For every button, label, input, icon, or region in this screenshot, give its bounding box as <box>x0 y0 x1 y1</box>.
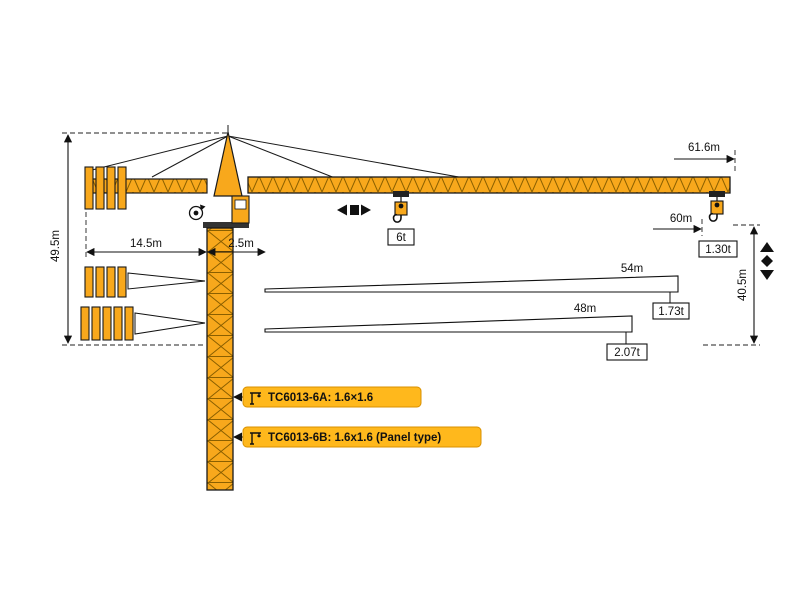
counterweight-slabs <box>84 166 127 210</box>
capacity-173t-label: 1.73t <box>658 306 684 318</box>
capacity-130t-label: 1.30t <box>705 244 731 256</box>
dim-total-height-label: 49.5m <box>50 230 62 262</box>
model-label-b: TC6013-6B: 1.6x1.6 (Panel type) <box>233 426 482 448</box>
hook-mid <box>392 191 409 223</box>
dim-max-jib: 61.6m <box>674 142 736 174</box>
dim-counter-jib-label: 14.5m <box>130 238 162 250</box>
crane-icon <box>250 392 261 405</box>
hook-tip <box>708 191 725 222</box>
crane-icon <box>250 432 261 445</box>
ballast-stack-48m <box>80 306 206 341</box>
trolley-travel-icon <box>337 204 371 216</box>
dim-jib-60: 60m <box>653 213 703 236</box>
model-label-a: TC6013-6A: 1.6×1.6 <box>233 386 422 408</box>
slewing-icon <box>188 204 206 221</box>
dim-jib-60-label: 60m <box>670 213 692 225</box>
pendant-lines <box>91 125 471 180</box>
dim-counter-jib: 14.5m <box>85 212 207 257</box>
model-a-label: TC6013-6A: 1.6×1.6 <box>268 392 373 404</box>
capacity-box-130t: 1.30t <box>698 240 738 258</box>
model-b-label: TC6013-6B: 1.6x1.6 (Panel type) <box>268 432 441 444</box>
range-bar-48m: 48m 2.07t <box>264 303 648 361</box>
main-jib <box>247 176 731 194</box>
jib-48m-label: 48m <box>574 303 596 315</box>
operator-cab <box>203 195 250 228</box>
range-bar-54m: 54m 1.73t <box>264 263 690 320</box>
counter-jib <box>85 178 208 194</box>
dim-under-hook: 40.5m <box>703 224 760 346</box>
dim-under-hook-label: 40.5m <box>737 269 749 301</box>
dim-rear-offset: 2.5m <box>207 238 266 257</box>
capacity-box-6t: 6t <box>387 228 415 246</box>
capacity-6t-label: 6t <box>396 232 406 244</box>
tower-mast <box>206 227 234 491</box>
dim-max-jib-label: 61.6m <box>688 142 720 154</box>
dim-total-height: 49.5m <box>50 132 230 346</box>
dim-rear-offset-label: 2.5m <box>228 238 254 250</box>
jib-54m-label: 54m <box>621 263 643 275</box>
ballast-stack-54m <box>84 266 206 298</box>
capacity-207t-label: 2.07t <box>614 347 640 359</box>
hoist-icon <box>760 242 774 280</box>
tower-head <box>213 131 243 197</box>
